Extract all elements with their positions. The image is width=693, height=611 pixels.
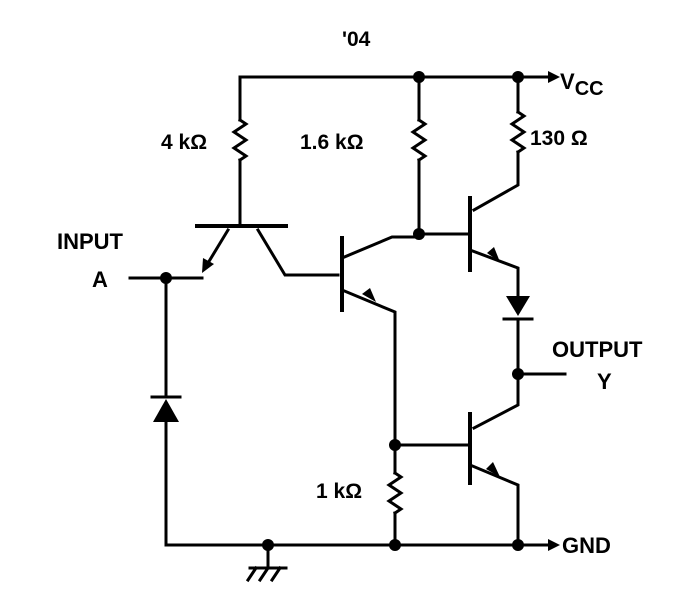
vcc-label: VCC <box>560 69 604 100</box>
r3-label: 130 Ω <box>530 127 588 150</box>
resistor-4k <box>231 75 249 228</box>
resistor-icon <box>509 109 527 155</box>
phase-splitter-transistor <box>340 235 421 447</box>
output-label-2: Y <box>597 369 612 394</box>
node-gnd-3 <box>512 539 524 551</box>
resistor-icon <box>231 117 249 163</box>
lower-output-transistor <box>393 412 520 547</box>
input-transistor <box>195 224 340 277</box>
input-clamp-diode <box>150 276 182 547</box>
vcc-rail <box>238 71 560 83</box>
node-output <box>512 368 524 380</box>
diode-icon <box>153 399 179 422</box>
resistor-icon <box>410 117 428 163</box>
resistor-1k <box>386 443 404 547</box>
input-label-2: A <box>92 267 108 292</box>
ground-icon <box>245 543 288 583</box>
upper-output-transistor <box>417 196 520 297</box>
resistor-130 <box>471 75 527 213</box>
resistor-1-6k <box>410 75 428 236</box>
r2-label: 1.6 kΩ <box>300 131 364 154</box>
diagram-title: '04 <box>342 28 371 51</box>
diode-icon <box>506 296 530 316</box>
r4-label: 1 kΩ <box>316 480 362 503</box>
input-label-1: INPUT <box>57 229 124 254</box>
gnd-label: GND <box>562 533 611 558</box>
node-gnd-2 <box>389 539 401 551</box>
vcc-main: V <box>560 69 575 94</box>
output-label-1: OUTPUT <box>552 337 643 362</box>
vcc-sub: CC <box>575 78 604 100</box>
ground-rail <box>164 539 560 551</box>
r1-label: 4 kΩ <box>161 131 207 154</box>
output-diode <box>471 296 534 431</box>
resistor-icon <box>386 470 404 516</box>
